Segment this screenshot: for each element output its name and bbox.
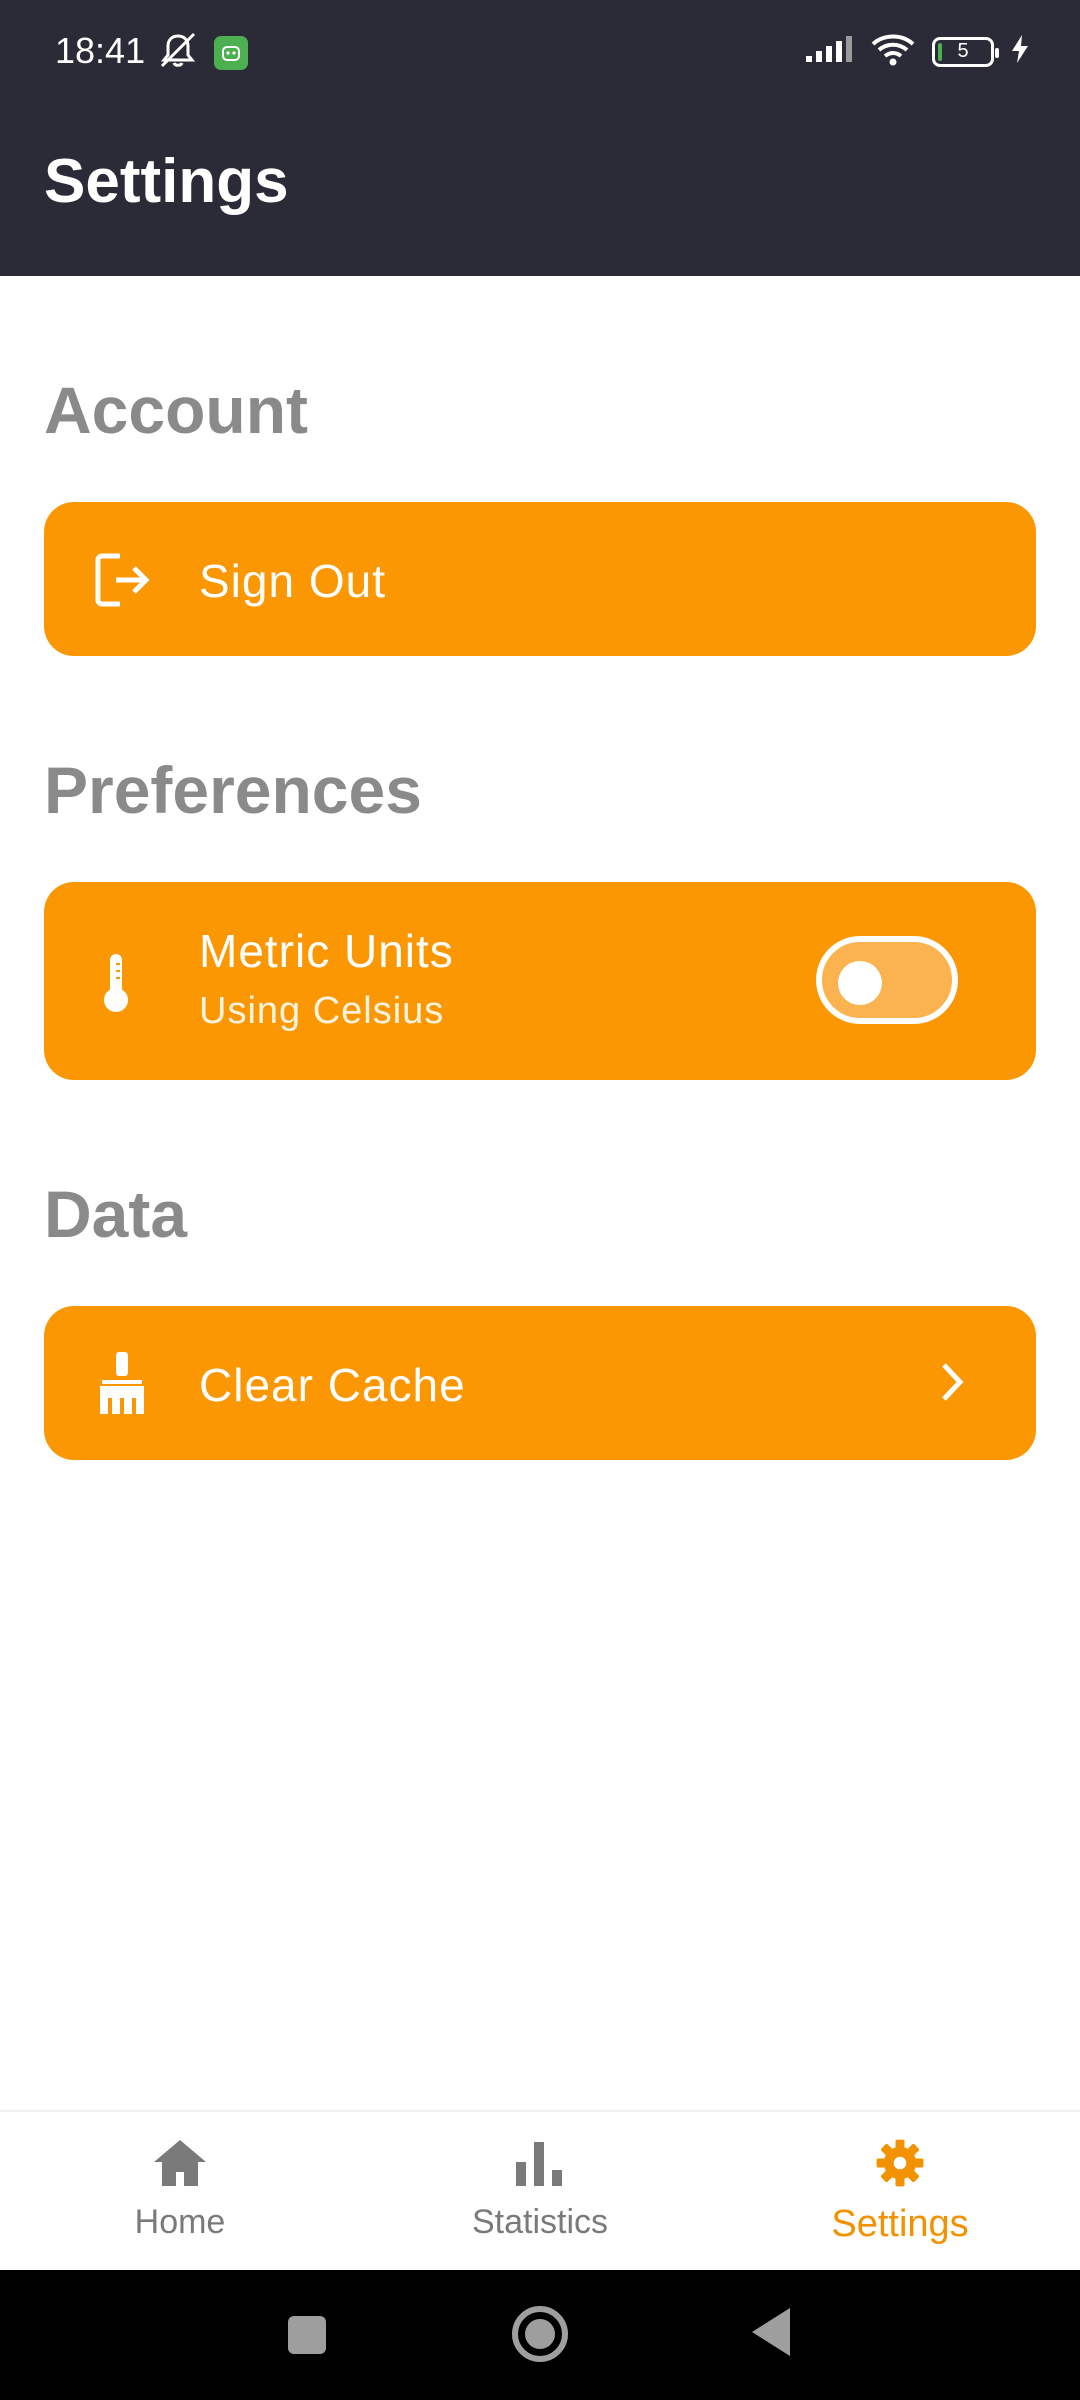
- battery-icon: 5: [932, 36, 999, 67]
- thermometer-icon: [100, 952, 132, 1019]
- nav-item-settings[interactable]: Settings: [720, 2112, 1080, 2270]
- status-time: 18:41: [55, 30, 146, 71]
- back-button[interactable]: [750, 2306, 794, 2363]
- chevron-right-icon: [938, 1361, 966, 1408]
- charging-icon: [1010, 34, 1030, 69]
- section-title-data: Data: [44, 1177, 188, 1251]
- page-title: Settings: [44, 147, 289, 216]
- sign-out-button[interactable]: Sign Out: [44, 502, 1036, 656]
- wifi-icon: [870, 32, 916, 71]
- nav-item-home[interactable]: Home: [0, 2112, 360, 2270]
- clear-cache-button[interactable]: Clear Cache: [44, 1306, 1036, 1460]
- bottom-navigation: Home Statistics: [0, 2110, 1080, 2270]
- gear-icon: [870, 2136, 930, 2195]
- home-system-button[interactable]: [510, 2304, 570, 2369]
- status-notifications: [156, 30, 248, 75]
- nav-label-statistics: Statistics: [471, 2203, 609, 2241]
- app-notification-icon: [214, 35, 248, 70]
- metric-units-row[interactable]: Metric Units Using Celsius: [44, 882, 1036, 1080]
- top-app-bar: 18:41: [0, 0, 1080, 276]
- logout-icon: [94, 552, 154, 613]
- metric-units-sublabel: Using Celsius: [199, 990, 445, 1032]
- clear-cache-label: Clear Cache: [199, 1359, 466, 1411]
- system-navigation-bar: [0, 2270, 1080, 2400]
- metric-units-label: Metric Units: [199, 925, 454, 977]
- section-title-preferences: Preferences: [44, 753, 422, 827]
- silent-bell-icon: [156, 30, 200, 75]
- nav-label-settings: Settings: [831, 2203, 969, 2245]
- metric-units-toggle[interactable]: [816, 936, 958, 1024]
- toggle-knob: [838, 961, 882, 1005]
- nav-item-statistics[interactable]: Statistics: [360, 2112, 720, 2270]
- battery-level: 5: [957, 40, 969, 62]
- recents-button[interactable]: [286, 2314, 328, 2361]
- nav-label-home: Home: [134, 2203, 226, 2241]
- sign-out-label: Sign Out: [199, 555, 386, 607]
- status-system-icons: 5: [804, 32, 1030, 71]
- section-title-account: Account: [44, 373, 308, 447]
- home-icon: [150, 2136, 210, 2195]
- bar-chart-icon: [510, 2136, 570, 2195]
- broom-icon: [94, 1350, 150, 1421]
- signal-icon: [804, 34, 854, 69]
